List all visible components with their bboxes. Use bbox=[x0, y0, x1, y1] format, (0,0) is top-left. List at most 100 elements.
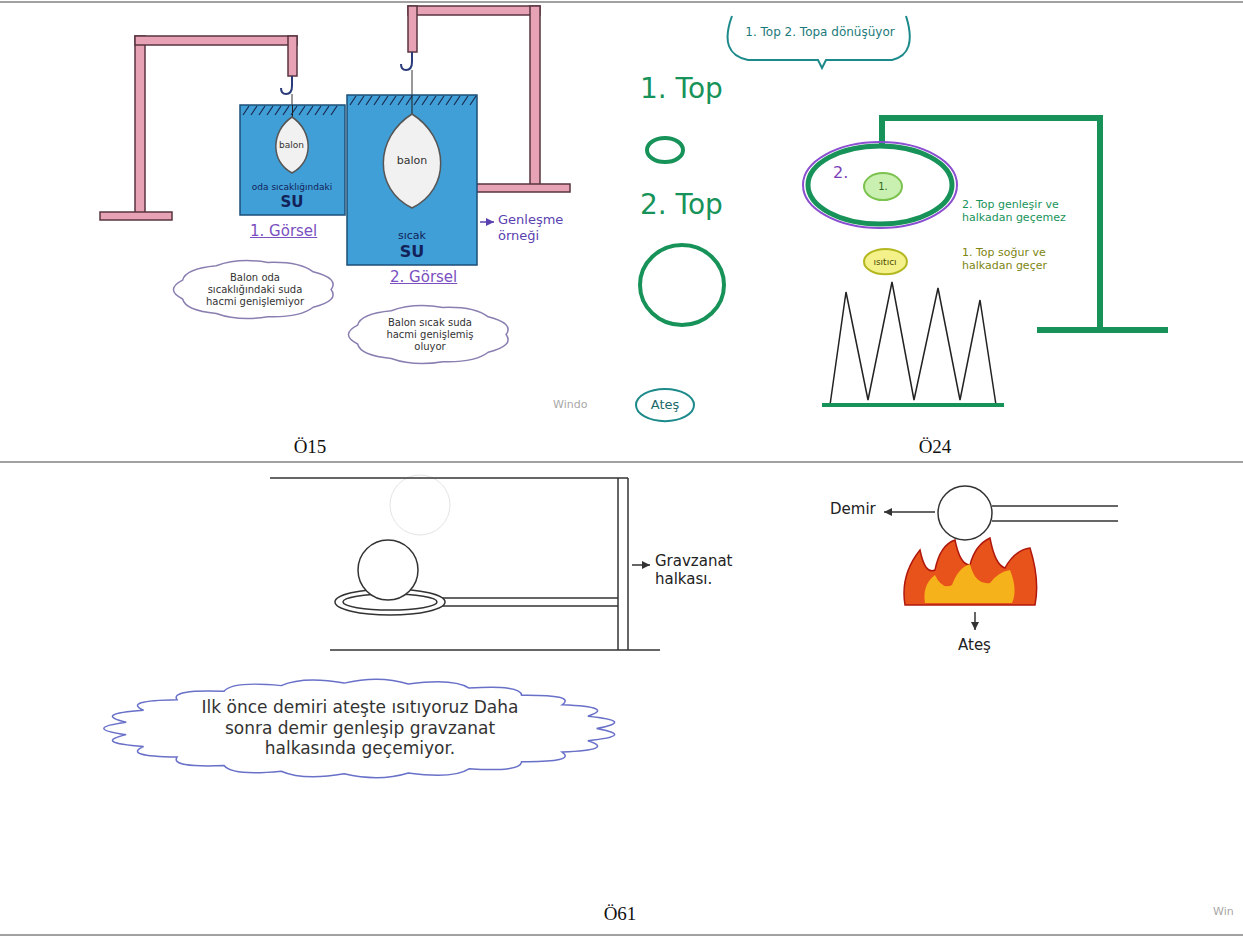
water bbox=[347, 95, 477, 265]
text-block: sıcakSU bbox=[398, 229, 426, 261]
ring-outline bbox=[803, 142, 957, 228]
water-container: balon oda sıcaklığındakiSU bbox=[240, 105, 345, 215]
part-name: Gravzanat halkası. bbox=[655, 552, 760, 588]
iron-ball bbox=[938, 486, 992, 540]
stand-post bbox=[530, 6, 540, 188]
balloon-shape bbox=[383, 114, 440, 208]
table-cell: Ö15 bbox=[260, 436, 360, 459]
surface-hatch bbox=[470, 96, 476, 105]
text-block: ısıtıcı bbox=[873, 257, 896, 268]
rod bbox=[992, 520, 1118, 522]
string bbox=[292, 94, 293, 106]
ring: 1. 2. bbox=[805, 143, 955, 227]
text-block: Ateş bbox=[651, 397, 680, 413]
hook bbox=[401, 52, 412, 70]
fire-note: Ateş bbox=[635, 388, 695, 422]
cloud-shape bbox=[349, 306, 509, 364]
node-text: sıcak bbox=[398, 229, 426, 242]
water bbox=[240, 105, 345, 215]
string bbox=[292, 105, 293, 117]
text-block: Balon oda sıcaklığındaki suda hacmi geni… bbox=[202, 272, 307, 308]
stand-post bbox=[1097, 118, 1103, 330]
ring-arm bbox=[440, 605, 618, 607]
text-block: oda sıcaklığındakiSU bbox=[252, 182, 332, 211]
figure-caption: 2. Görsel bbox=[390, 268, 457, 286]
surface-hatch bbox=[299, 106, 305, 115]
stand-bar bbox=[270, 477, 628, 479]
cloud-shape bbox=[104, 679, 615, 777]
node-text: SU bbox=[281, 193, 304, 211]
surface-hatch bbox=[446, 96, 452, 105]
heading-note: 1. Top 2. Topa dönüşüyor bbox=[745, 25, 895, 39]
string bbox=[412, 70, 413, 96]
node-text: Balon oda sıcaklığındaki suda hacmi geni… bbox=[202, 272, 307, 308]
table-rule bbox=[0, 462, 1243, 463]
surface-hatch bbox=[390, 96, 396, 105]
note-cloud: Balon sıcak suda hacmi genişlemiş oluyor bbox=[349, 303, 510, 366]
text-block: balon bbox=[397, 154, 427, 167]
node-text: oda sıcaklığındaki bbox=[252, 182, 332, 193]
large-ball bbox=[640, 245, 724, 325]
text-block: 2. bbox=[833, 163, 848, 182]
surface-hatch bbox=[251, 106, 257, 115]
table-rule bbox=[0, 935, 1243, 936]
surface-hatch bbox=[283, 106, 289, 115]
stand-arm bbox=[408, 6, 417, 52]
surface-hatch bbox=[358, 96, 364, 105]
surface-hatch bbox=[331, 106, 337, 115]
flame bbox=[830, 282, 996, 405]
watermark: Windo bbox=[553, 398, 587, 411]
small-ball: 1. bbox=[863, 172, 903, 201]
surface-hatch bbox=[382, 96, 388, 105]
leader-arrow bbox=[884, 511, 935, 513]
stand-bar bbox=[882, 115, 1100, 121]
surface-hatch bbox=[414, 96, 420, 105]
note-cloud: Ilk önce demiri ateşte ısıtıyoruz Daha s… bbox=[120, 679, 601, 778]
stand-bar bbox=[135, 36, 297, 45]
fire bbox=[904, 538, 1037, 605]
erased-sketch bbox=[390, 475, 450, 535]
watermark: Win bbox=[1213, 905, 1234, 918]
water-container: balon sıcakSU bbox=[347, 95, 477, 265]
node-text: ısıtıcı bbox=[873, 257, 896, 268]
surface-hatch bbox=[259, 106, 265, 115]
stand-bar bbox=[408, 6, 540, 15]
part-name: 2. Top bbox=[640, 188, 723, 222]
node-text: SU bbox=[400, 242, 425, 261]
iron-ball bbox=[358, 540, 418, 600]
small-ball bbox=[647, 138, 683, 162]
part-name: Ateş bbox=[958, 636, 991, 654]
surface-hatch bbox=[374, 96, 380, 105]
node-text: Ilk önce demiri ateşte ısıtıyoruz Daha s… bbox=[195, 697, 525, 758]
surface-hatch bbox=[275, 106, 281, 115]
surface-hatch bbox=[454, 96, 460, 105]
stand-foot bbox=[465, 184, 570, 192]
surface-hatch bbox=[406, 96, 412, 105]
node-text: Balon sıcak suda hacmi genişlemiş oluyor bbox=[377, 317, 482, 353]
stand-arm bbox=[879, 118, 885, 141]
cloud-shape bbox=[174, 261, 334, 319]
text-block: Ilk önce demiri ateşte ısıtıyoruz Daha s… bbox=[195, 697, 525, 758]
text-block: Balon sıcak suda hacmi genişlemiş oluyor bbox=[377, 317, 482, 353]
iron-ball-rod bbox=[938, 486, 1118, 540]
rod bbox=[992, 505, 1118, 507]
surface-hatch bbox=[438, 96, 444, 105]
surface-hatch bbox=[350, 96, 356, 105]
leader-arrow bbox=[974, 612, 976, 630]
stand-foot bbox=[1040, 327, 1165, 333]
balloon: balon bbox=[373, 114, 451, 208]
ellipse-shape bbox=[636, 389, 694, 421]
stand-post bbox=[617, 478, 619, 650]
callout-label: Genleşme örneği bbox=[498, 212, 570, 243]
leader-arrow bbox=[632, 564, 650, 566]
ring-outline bbox=[808, 146, 952, 224]
leader-arrow bbox=[480, 221, 494, 223]
balloon: balon bbox=[270, 117, 314, 173]
surface-hatch bbox=[315, 106, 321, 115]
surface-hatch bbox=[323, 106, 329, 115]
stand-arm bbox=[288, 36, 297, 76]
surface-hatch bbox=[291, 106, 297, 115]
ellipse-shape bbox=[864, 249, 907, 274]
